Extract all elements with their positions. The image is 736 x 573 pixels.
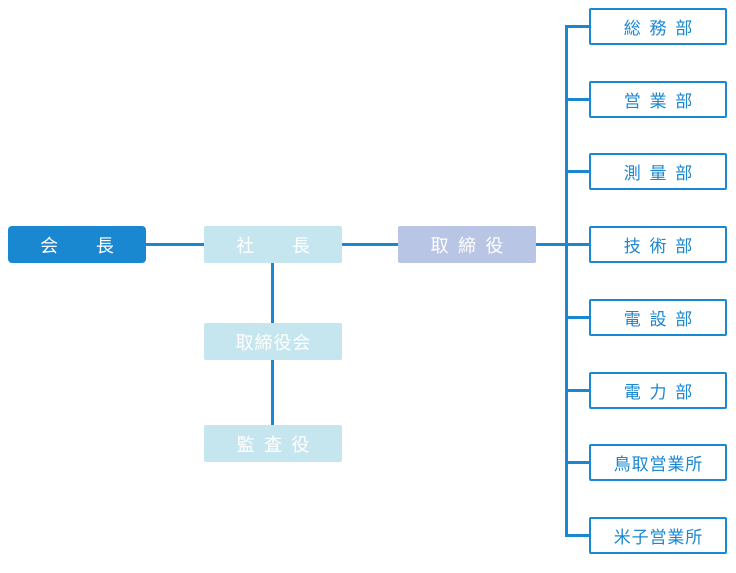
connector-stub-tottori-office bbox=[566, 461, 589, 464]
connector-board-auditor bbox=[271, 360, 274, 425]
connector-chairman-president bbox=[146, 243, 204, 246]
connector-stub-sales bbox=[566, 98, 589, 101]
connector-stub-general-affairs bbox=[566, 25, 589, 28]
connector-departments-trunk bbox=[565, 25, 568, 537]
dept-general-affairs: 総 務 部 bbox=[589, 8, 727, 45]
connector-stub-yonago-office bbox=[566, 534, 589, 537]
connector-president-board bbox=[271, 262, 274, 323]
node-board-of-directors: 取締役会 bbox=[204, 323, 342, 360]
connector-stub-survey bbox=[566, 170, 589, 173]
dept-survey: 測 量 部 bbox=[589, 153, 727, 190]
connector-director-trunk bbox=[535, 243, 589, 246]
connector-stub-electric-power bbox=[566, 389, 589, 392]
dept-engineering: 技 術 部 bbox=[589, 226, 727, 263]
dept-electrical-installation: 電 設 部 bbox=[589, 299, 727, 336]
office-yonago: 米子営業所 bbox=[589, 517, 727, 554]
connector-stub-electrical-installation bbox=[566, 316, 589, 319]
dept-sales: 営 業 部 bbox=[589, 81, 727, 118]
node-chairman: 会 長 bbox=[8, 226, 146, 263]
node-director: 取 締 役 bbox=[398, 226, 536, 263]
connector-president-director bbox=[341, 243, 398, 246]
dept-electric-power: 電 力 部 bbox=[589, 372, 727, 409]
node-auditor: 監 査 役 bbox=[204, 425, 342, 462]
node-president: 社 長 bbox=[204, 226, 342, 263]
connector-stub-engineering bbox=[566, 243, 589, 246]
office-tottori: 鳥取営業所 bbox=[589, 444, 727, 481]
